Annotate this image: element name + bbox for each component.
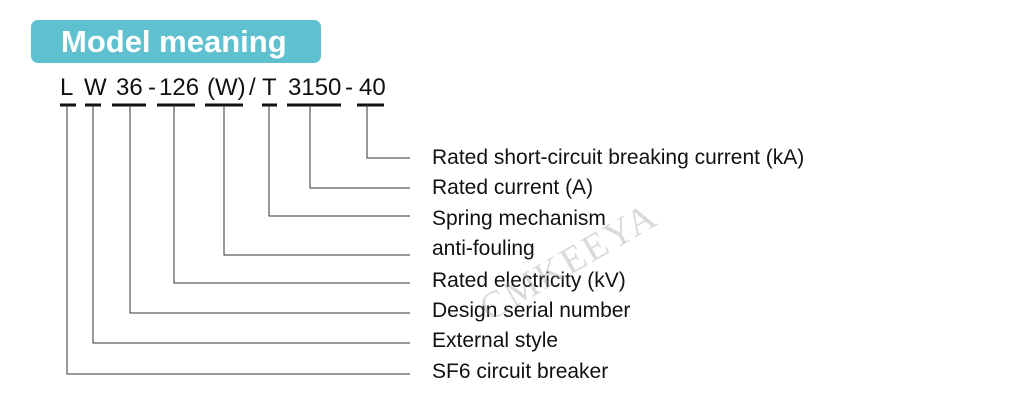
code-dash-2: - <box>345 74 353 101</box>
code-dash: - <box>148 74 156 101</box>
section-title: Model meaning <box>31 20 321 63</box>
code-L: L <box>60 74 74 101</box>
meaning-rated-voltage: Rated electricity (kV) <box>432 269 626 292</box>
code-W-paren: (W) <box>207 74 246 101</box>
code-36: 36 <box>116 74 143 101</box>
code-slash: / <box>249 74 256 101</box>
meaning-design-serial: Design serial number <box>432 299 631 322</box>
code-40: 40 <box>359 74 386 101</box>
meaning-spring-mechanism: Spring mechanism <box>432 207 606 230</box>
code-3150: 3150 <box>288 74 342 101</box>
meaning-rated-current: Rated current (A) <box>432 176 594 199</box>
code-126: 126 <box>159 74 200 101</box>
code-T: T <box>262 74 277 101</box>
meaning-anti-fouling: anti-fouling <box>432 237 535 260</box>
meaning-breaking-current: Rated short-circuit breaking current (kA… <box>432 146 805 169</box>
meaning-external-style: External style <box>432 329 559 352</box>
meaning-sf6-breaker: SF6 circuit breaker <box>432 360 609 383</box>
code-W: W <box>84 74 107 101</box>
